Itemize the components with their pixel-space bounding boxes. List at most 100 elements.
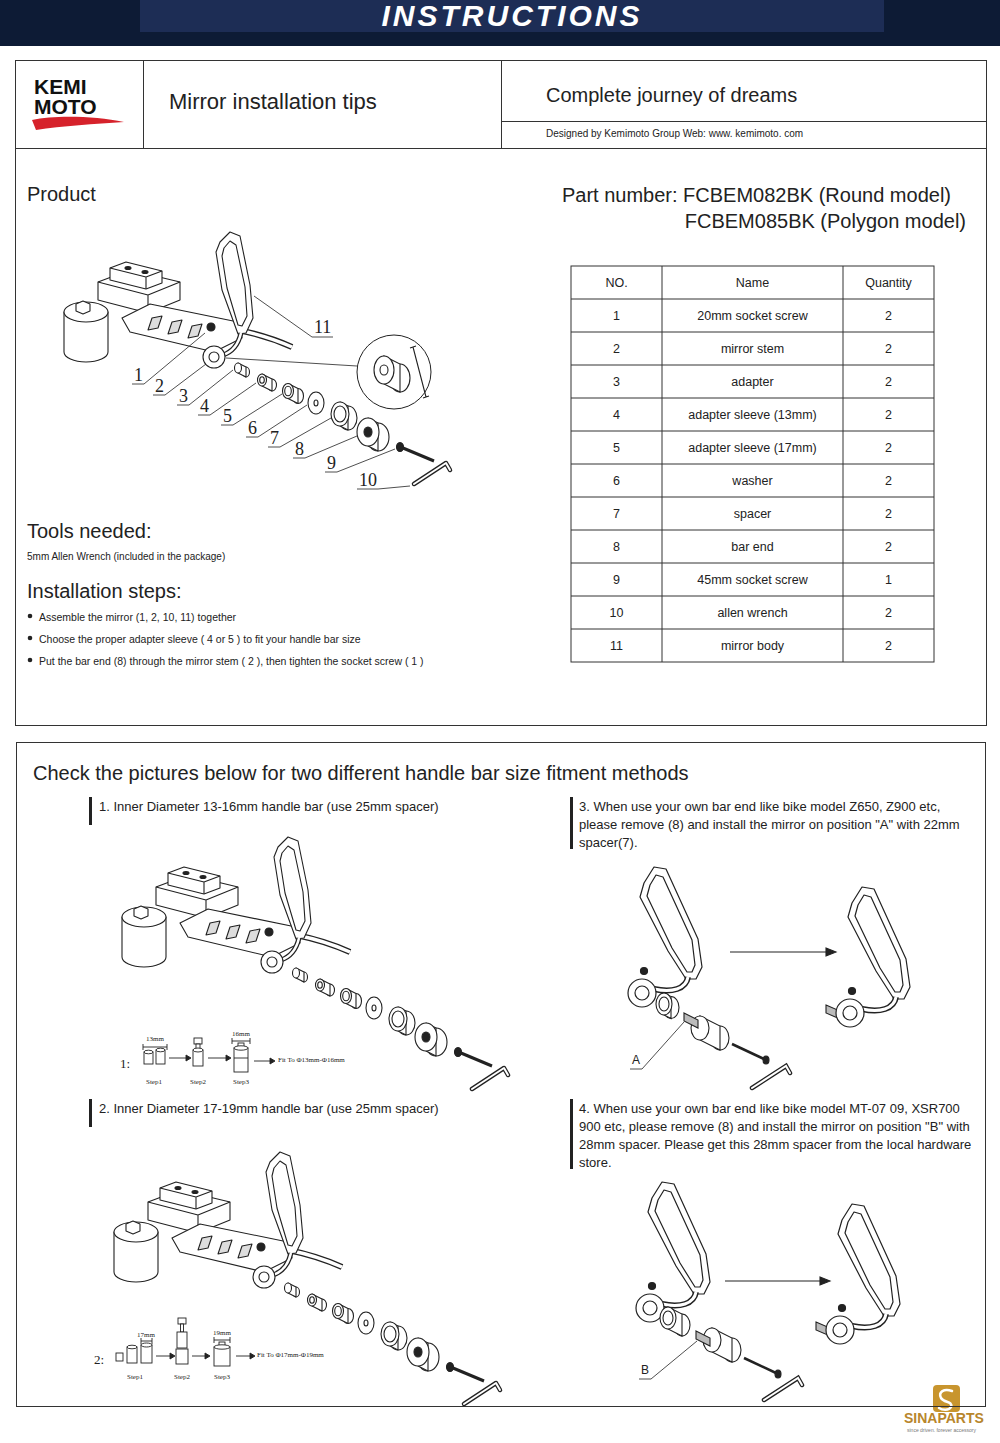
table-cell: 6 [613, 474, 620, 487]
watermark-tagline: since driven. forever accessory [907, 1428, 976, 1433]
mirror-body [636, 1182, 710, 1322]
table-cell: 2 [885, 375, 892, 388]
fitment-note: 4. When use your own bar end like bike m… [579, 1100, 979, 1172]
step-stack-top [193, 1048, 203, 1052]
bullet [28, 614, 33, 619]
install-arrow-head [820, 1277, 830, 1285]
method-number: 1: [120, 1057, 130, 1070]
table-cell: 1 [885, 573, 892, 586]
table-cell: 2 [885, 474, 892, 487]
step-screw-head [178, 1318, 186, 1324]
note-marker [570, 1099, 573, 1169]
table-cell: adapter sleeve (17mm) [688, 441, 817, 454]
sheet-title: Mirror installation tips [169, 89, 377, 115]
bar-end-thread [696, 1331, 710, 1346]
table-cell: 11 [610, 639, 623, 652]
mirror-body [826, 1204, 900, 1344]
slogan: Complete journey of dreams [546, 83, 797, 107]
step-adapter-top [144, 1050, 153, 1054]
callout-number: 3 [179, 387, 188, 405]
fit-note: Fit To Φ13mm-Φ16mm [278, 1057, 345, 1064]
table-cell: 3 [613, 375, 620, 388]
install-arrow [730, 951, 828, 952]
step-stack-top [234, 1046, 248, 1050]
section-heading: Tools needed: [27, 519, 152, 543]
table-cell: washer [732, 474, 772, 487]
tool-note: 5mm Allen Wrench (included in the packag… [27, 551, 225, 563]
callout-number: 7 [270, 429, 279, 447]
table-header: NO. [605, 276, 627, 289]
step-adapter [127, 1347, 137, 1363]
brand-logo: KEMI MOTO [34, 77, 118, 117]
dimension-label: 13mm [146, 1036, 164, 1043]
spacer-front [656, 993, 672, 1015]
callout-number: 9 [327, 454, 336, 472]
table-cell: spacer [734, 507, 772, 520]
step-sleeve [141, 1345, 152, 1363]
callout-leader [630, 1022, 684, 1069]
allen-wrench [752, 1066, 790, 1088]
step-label: Step2 [174, 1374, 190, 1381]
step-cap [116, 1353, 123, 1361]
header-cell: Complete journey of dreams [501, 61, 986, 122]
install-step: Assemble the mirror (1, 2, 10, 11) toget… [39, 611, 236, 624]
zoom-dimension [410, 346, 429, 398]
dimension-label: 16mm [232, 1031, 250, 1038]
step-sleeve-top [141, 1343, 152, 1347]
fitment-note: 3. When use your own bar end like bike m… [579, 798, 979, 852]
table-cell: 2 [613, 342, 620, 355]
dimension-label: 17mm [137, 1332, 155, 1339]
watermark-icon [933, 1385, 960, 1412]
install-arrow [725, 1280, 822, 1281]
mirror-assembly [64, 232, 450, 484]
table-cell: 2 [885, 309, 892, 322]
table-cell: 10 [610, 606, 624, 619]
table-cell: 7 [613, 507, 620, 520]
parts-table-frame [571, 266, 934, 662]
callout-number: 8 [295, 440, 304, 458]
banner-inner [140, 0, 884, 32]
table-cell: adapter [731, 375, 773, 388]
callout-number: 11 [314, 318, 331, 336]
step-label: Step3 [233, 1079, 249, 1086]
step-stack [176, 1349, 188, 1364]
position-label: A [632, 1054, 640, 1066]
note-marker [570, 797, 573, 849]
bullet [28, 658, 33, 663]
step-adapter-top [127, 1345, 137, 1349]
allen-wrench-core [752, 1066, 790, 1088]
part-number: FCBEM085BK (Polygon model) [685, 209, 966, 233]
step-label: Step1 [127, 1374, 143, 1381]
table-cell: bar end [731, 540, 773, 553]
table-cell: 2 [885, 408, 892, 421]
allen-wrench-core [764, 1378, 802, 1400]
table-cell: 2 [885, 441, 892, 454]
install-arrow-head [826, 948, 836, 956]
banner-title: INSTRUCTIONS [140, 0, 884, 32]
zoom-leader [226, 358, 357, 366]
table-header: Name [736, 276, 769, 289]
table-cell: 45mm socket screw [697, 573, 807, 586]
table-cell: 2 [885, 606, 892, 619]
table-cell: mirror body [721, 639, 784, 652]
table-header: Quantity [865, 276, 912, 289]
step-stack-seam [234, 1058, 248, 1059]
mirror-body [836, 887, 910, 1027]
bar-end-thread [684, 1013, 698, 1028]
dimension-label: 19mm [213, 1330, 231, 1337]
install-step: Choose the proper adapter sleeve ( 4 or … [39, 633, 361, 646]
logo-cell: KEMI MOTO [16, 61, 144, 149]
step-label: Step2 [190, 1079, 206, 1086]
bullet [28, 636, 33, 641]
zoom-circle [357, 335, 431, 409]
allen-wrench [764, 1378, 802, 1400]
table-cell: mirror stem [721, 342, 784, 355]
table-cell: 2 [885, 342, 892, 355]
section-heading: Check the pictures below for two differe… [33, 761, 689, 785]
watermark: SINAPARTS [904, 1411, 984, 1425]
fitment-panel: Check the pictures below for two differe… [16, 742, 986, 1407]
long-screw-head [775, 1370, 781, 1378]
spacer-hole [663, 1311, 673, 1325]
table-cell: 5 [613, 441, 620, 454]
note-marker [89, 797, 92, 825]
